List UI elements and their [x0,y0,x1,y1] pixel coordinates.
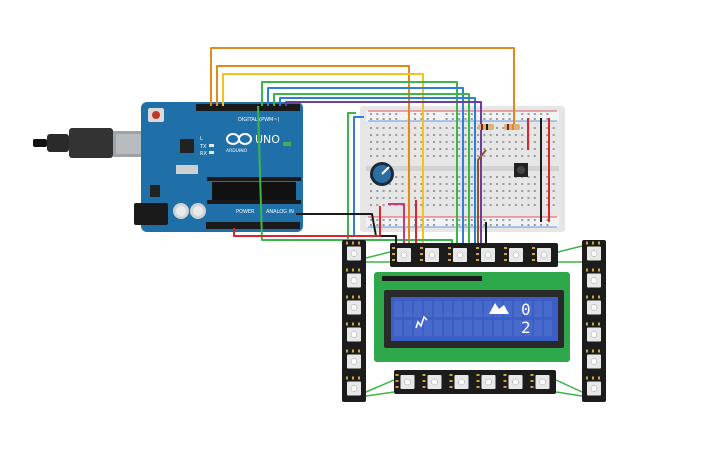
wire-pink [388,203,405,258]
wire-green-2 [273,93,470,258]
power-analog-header [206,222,300,229]
power-jack [134,203,168,225]
push-button [514,163,528,177]
led-strip-right [582,240,606,402]
arduino-brand: ARDUINO [226,148,248,154]
resistor-2 [504,124,520,130]
resistor-1 [478,124,494,130]
wire-blue-3 [353,116,364,236]
lcd-line1-value: 0 [521,300,531,319]
wire-blue-1 [267,87,464,258]
lcd-module: 0 2 [374,272,570,362]
wires [210,47,550,258]
wire-orange-2 [216,65,410,258]
strip-wires [365,245,583,397]
led-strip-top [390,243,558,267]
wire-blue-2 [279,97,476,258]
usb-cable [33,128,153,158]
wire-yellow [222,73,424,258]
led-strip-left [342,240,366,402]
tx-label: TX [199,144,207,150]
rx-label: RX [200,151,207,157]
wire-orange-1 [210,47,515,128]
lcd-character-grid [394,301,552,336]
l-label: L [200,136,203,142]
usb-chip [180,139,194,153]
wire-green-1 [261,81,458,258]
digital-header [196,104,300,111]
arduino-uno-board: DIGITAL (PWM~) ARDUINO UNO L TX RX POWER… [134,102,303,232]
wire-brown [477,149,487,258]
lcd-glyph-1 [415,315,428,329]
atmega-chip [212,182,296,200]
lcd-glyph-2 [489,303,509,314]
led-strip-bottom [394,370,556,394]
power-label: POWER [236,209,255,215]
lcd-screen [391,297,558,341]
analog-label: ANALOG IN [266,209,294,215]
arduino-model: UNO [255,133,280,146]
wire-purple [285,101,482,258]
wire-red-1 [233,206,381,237]
potentiometer [370,162,394,186]
lcd-line2-value: 2 [521,318,531,337]
